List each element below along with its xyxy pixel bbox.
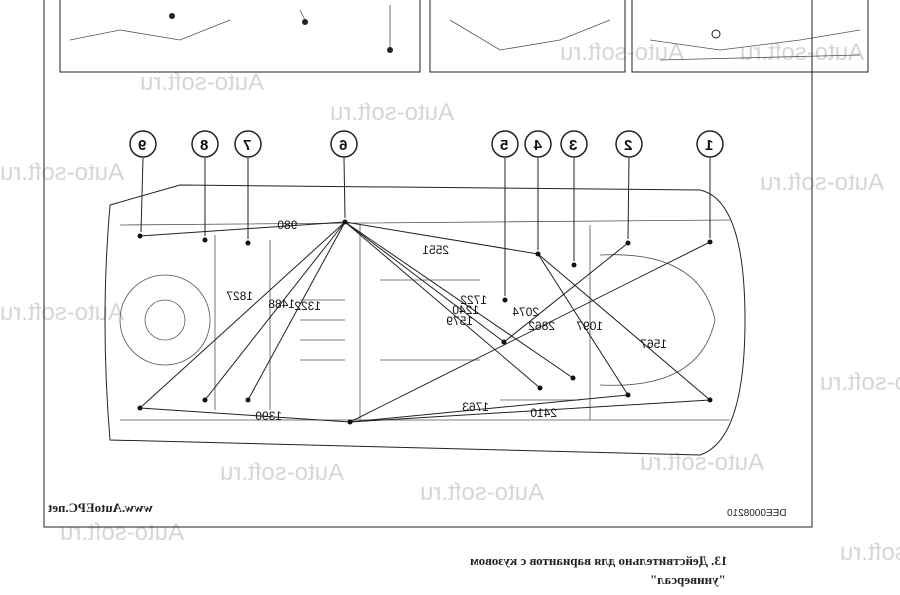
svg-text:8: 8 bbox=[200, 137, 208, 154]
svg-text:3: 3 bbox=[569, 137, 577, 154]
dim-1579: 1579 bbox=[446, 314, 473, 328]
watermark: Auto-soft.ru bbox=[60, 519, 184, 546]
watermark: Auto-soft.ru bbox=[760, 169, 884, 196]
svg-text:9: 9 bbox=[138, 137, 146, 154]
dim-2551: 2551 bbox=[422, 243, 449, 257]
watermark: Auto-soft.ru bbox=[820, 369, 900, 396]
watermarks: Auto-soft.ru Auto-soft.ru Auto-soft.ru A… bbox=[0, 39, 900, 566]
callout-8: 8 bbox=[191, 130, 219, 236]
dim-1322: 1322 bbox=[294, 299, 321, 313]
watermark: Auto-soft.ru bbox=[330, 99, 454, 126]
dim-1763: 1763 bbox=[462, 400, 489, 414]
figure-code: DEE0008210 bbox=[727, 508, 787, 519]
dim-1567: 1567 bbox=[640, 337, 667, 351]
callout-5: 5 bbox=[491, 130, 519, 296]
watermark: Auto-soft.ru bbox=[640, 449, 764, 476]
dim-1240: 1240 bbox=[452, 303, 479, 317]
dim-1488: 1488 bbox=[268, 297, 295, 311]
watermark: Auto-soft.ru bbox=[840, 539, 900, 566]
callout-1: 1 bbox=[696, 130, 724, 238]
dim-1097: 1097 bbox=[576, 319, 603, 333]
svg-text:2: 2 bbox=[624, 137, 632, 154]
detail-panel bbox=[631, 0, 869, 73]
callout-9: 9 bbox=[129, 130, 157, 233]
dim-980: 980 bbox=[277, 218, 297, 232]
measurement-points bbox=[137, 219, 713, 425]
detail-panel bbox=[59, 0, 421, 73]
callout-4: 4 bbox=[524, 130, 552, 250]
measurement-lines bbox=[139, 221, 711, 423]
main-frame bbox=[43, 0, 813, 528]
dim-1827: 1827 bbox=[226, 289, 253, 303]
callout-3: 3 bbox=[560, 130, 588, 261]
dim-2410: 2410 bbox=[530, 406, 557, 420]
dim-1390: 1390 bbox=[255, 409, 282, 423]
watermark: Auto-soft.ru bbox=[140, 69, 264, 96]
callout-7: 7 bbox=[234, 130, 262, 239]
callout-2: 2 bbox=[615, 130, 643, 240]
watermark: Auto-soft.ru bbox=[420, 479, 544, 506]
watermark: Auto-soft.ru bbox=[560, 39, 684, 66]
dim-2862: 2862 bbox=[528, 319, 555, 333]
callouts: 1 2 3 4 5 6 7 8 9 bbox=[129, 130, 724, 296]
watermark: Auto-soft.ru bbox=[0, 159, 124, 186]
svg-text:1: 1 bbox=[705, 137, 713, 154]
svg-text:7: 7 bbox=[243, 137, 251, 154]
footnote-line-2: "универсал" bbox=[650, 572, 726, 587]
top-detail-panels bbox=[59, 0, 869, 73]
watermark: Auto-soft.ru bbox=[740, 39, 864, 66]
svg-text:6: 6 bbox=[339, 137, 347, 154]
dim-2074: 2074 bbox=[512, 305, 539, 319]
source-label: www.AutoEPC.net bbox=[48, 500, 153, 515]
svg-text:5: 5 bbox=[500, 137, 508, 154]
footnote-line-1: 13. Действительно для вариантов с кузово… bbox=[470, 553, 728, 568]
dim-1722: 1722 bbox=[460, 293, 487, 307]
dimension-labels: 980 2551 1827 1488 1322 1722 1240 1579 2… bbox=[226, 218, 667, 423]
watermark: Auto-soft.ru bbox=[0, 299, 124, 326]
svg-text:4: 4 bbox=[533, 137, 542, 154]
watermark: Auto-soft.ru bbox=[220, 459, 344, 486]
callout-6: 6 bbox=[330, 130, 358, 219]
detail-panel bbox=[429, 0, 626, 73]
